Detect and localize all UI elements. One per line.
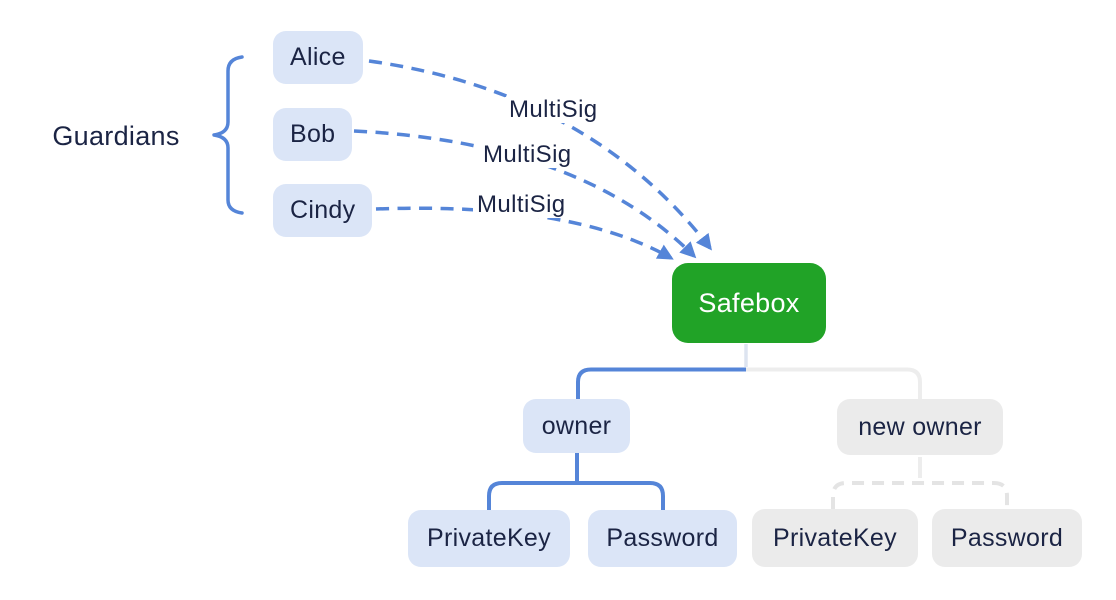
- edge-alice-safebox: [368, 59, 712, 251]
- curly-brace-icon: [212, 55, 244, 215]
- guardians-group-label: Guardians: [52, 121, 180, 151]
- node-alice: Alice: [273, 31, 363, 84]
- node-new-owner: new owner: [837, 399, 1003, 455]
- connector-owner-children: [487, 481, 665, 510]
- node-owner-privatekey: PrivateKey: [408, 510, 570, 567]
- edge-label-multisig-bob: MultiSig: [479, 142, 576, 168]
- node-bob: Bob: [273, 108, 353, 161]
- edge-label-multisig-cindy: MultiSig: [473, 192, 570, 218]
- connector-safebox-new-owner: [746, 367, 922, 399]
- node-cindy: Cindy: [273, 184, 373, 237]
- connector-safebox-owner: [576, 367, 746, 399]
- node-safebox: Safebox: [672, 263, 826, 343]
- node-new-owner-password: Password: [932, 509, 1082, 567]
- node-owner: owner: [523, 399, 630, 453]
- node-new-owner-privatekey: PrivateKey: [752, 509, 918, 567]
- node-owner-password: Password: [588, 510, 737, 567]
- connector-new-owner-children: [831, 481, 1009, 509]
- edge-label-multisig-alice: MultiSig: [505, 97, 602, 123]
